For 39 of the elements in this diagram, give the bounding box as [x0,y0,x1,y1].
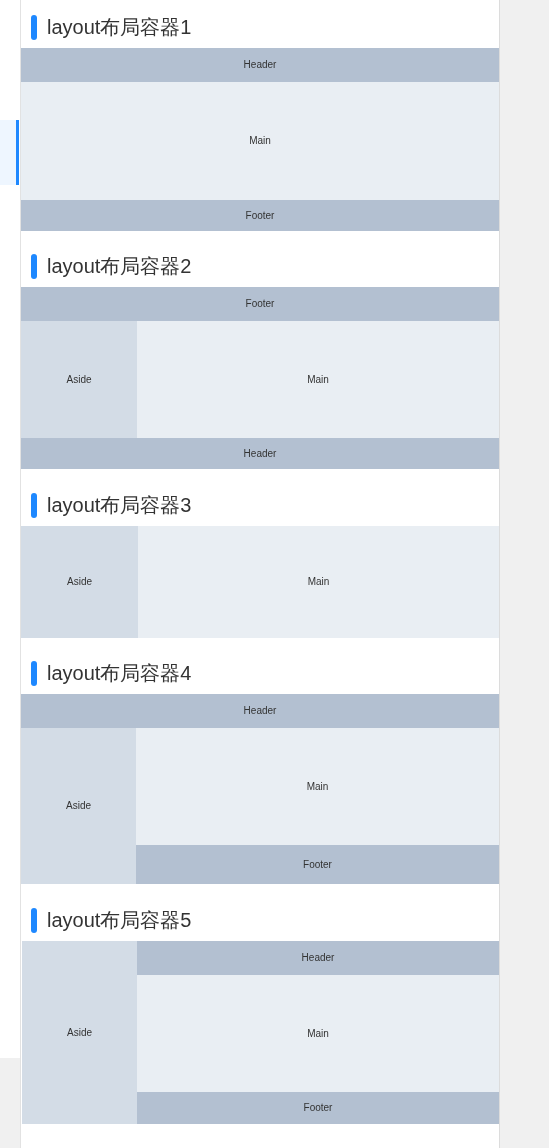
header-bar [21,438,499,469]
footer-bar [21,287,499,321]
region-label: Aside [66,373,92,386]
region-label: Main [307,373,329,386]
header-bar [137,941,499,975]
sidebar-panel [21,728,136,884]
header-bar [21,48,499,82]
region-label: Header [243,59,277,71]
region-label: Aside [67,576,92,588]
region-label: Main [307,1027,329,1040]
section-heading: layout布局容器3 [47,493,192,518]
region-label: Main [249,135,271,147]
main-area [137,975,499,1092]
section-heading: layout布局容器4 [47,661,192,686]
main-area [21,82,499,200]
region-label: Main [307,576,330,588]
sidebar-panel [21,526,138,638]
sidebar-panel [21,321,137,438]
section-heading: layout布局容器5 [47,908,192,933]
header-bar [21,694,499,728]
footer-bar [136,845,499,884]
section-heading: layout布局容器2 [47,254,192,279]
main-area [137,321,499,438]
region-label: Aside [67,1026,92,1039]
region-label: Aside [66,800,91,812]
main-area [138,526,499,638]
region-label: Footer [303,1102,333,1114]
sidebar-panel [22,941,137,1124]
main-area [136,728,499,845]
region-label: Footer [303,858,332,871]
region-label: Header [243,705,277,717]
region-label: Main [306,780,329,793]
region-label: Footer [245,298,275,310]
section-heading: layout布局容器1 [47,15,192,40]
region-label: Footer [245,209,275,222]
region-label: Header [301,952,335,964]
footer-bar [21,200,499,231]
region-label: Header [243,447,277,460]
footer-bar [137,1092,499,1124]
